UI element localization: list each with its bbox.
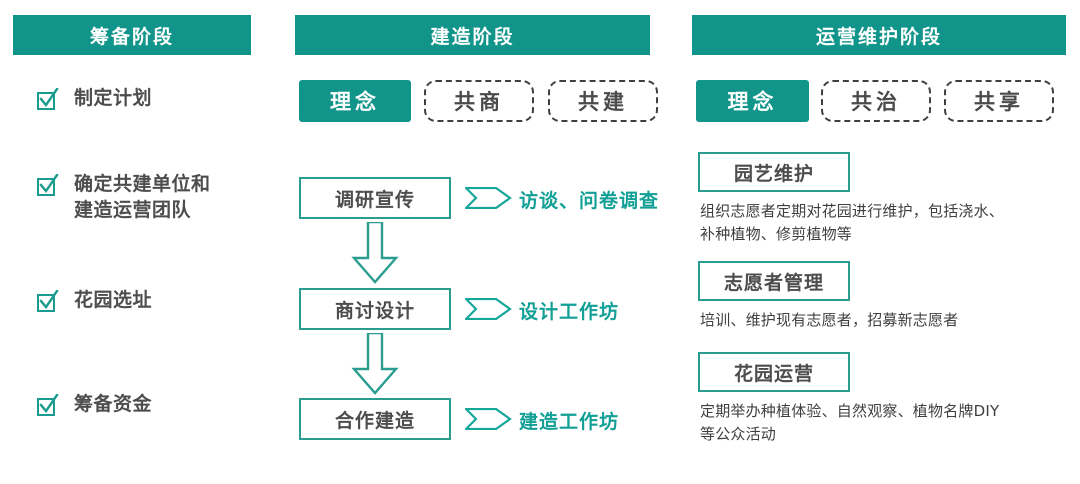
ops-block-title: 志愿者管理 <box>698 261 850 301</box>
flow-step-note: 访谈、问卷调查 <box>519 190 660 212</box>
phase-header-building: 建造阶段 <box>295 15 650 55</box>
concept-chip-cobuild: 共建 <box>548 80 658 122</box>
chevron-right-icon <box>463 407 513 431</box>
flow-step-note: 建造工作坊 <box>519 411 620 433</box>
ops-block-title: 园艺维护 <box>698 152 850 192</box>
checkbox-checked-icon <box>36 174 60 198</box>
concept-chip-philosophy: 理念 <box>299 80 411 122</box>
checklist-item: 筹备资金 <box>36 392 152 418</box>
checklist-item-label: 花园选址 <box>74 289 153 311</box>
checkbox-checked-icon <box>36 290 60 314</box>
checklist-item-label: 确定共建单位和 建造运营团队 <box>74 173 211 221</box>
ops-block-title: 花园运营 <box>698 352 850 392</box>
ops-block-description: 组织志愿者定期对花园进行维护，包括浇水、 补种植物、修剪植物等 <box>700 202 1005 244</box>
flow-step-box: 调研宣传 <box>299 177 451 219</box>
checklist-item-label: 制定计划 <box>74 87 153 109</box>
flow-step-note: 设计工作坊 <box>519 301 620 323</box>
phase-header-operations: 运营维护阶段 <box>692 15 1066 55</box>
checklist-item: 花园选址 <box>36 288 152 314</box>
concept-chip-cogovern: 共治 <box>821 80 931 122</box>
concept-chip-consult: 共商 <box>424 80 534 122</box>
phase-header-preparation: 筹备阶段 <box>13 15 251 55</box>
checkbox-checked-icon <box>36 394 60 418</box>
concept-chip-coshare: 共享 <box>944 80 1054 122</box>
arrow-down-icon <box>349 220 401 284</box>
checkbox-checked-icon <box>36 88 60 112</box>
concept-chip-philosophy: 理念 <box>696 80 809 122</box>
flow-step-box: 合作建造 <box>299 398 451 440</box>
arrow-down-icon <box>349 331 401 395</box>
chevron-right-icon <box>463 186 513 210</box>
ops-block-description: 定期举办种植体验、自然观察、植物名牌DIY 等公众活动 <box>700 402 1000 444</box>
checklist-item: 确定共建单位和 建造运营团队 <box>36 172 211 223</box>
chevron-right-icon <box>463 297 513 321</box>
flow-step-box: 商讨设计 <box>299 288 451 330</box>
checklist-item: 制定计划 <box>36 86 152 112</box>
checklist-item-label: 筹备资金 <box>74 393 153 415</box>
ops-block-description: 培训、维护现有志愿者，招募新志愿者 <box>700 311 959 329</box>
